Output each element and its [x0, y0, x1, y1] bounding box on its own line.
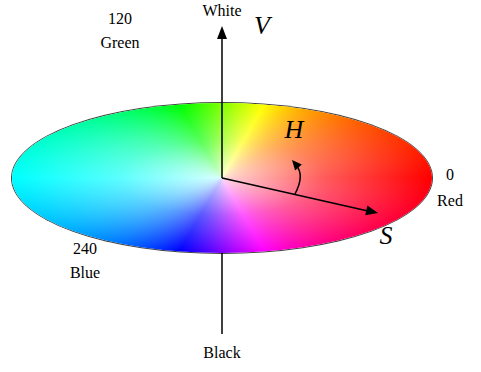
- value-axis: [221, 36, 223, 178]
- hue-name: Green: [100, 34, 139, 52]
- value-axis-lower: [221, 253, 223, 334]
- hue-angle: 240: [73, 240, 97, 258]
- arrow-head: [217, 26, 227, 39]
- hue-angle: 120: [108, 10, 132, 28]
- axis-label: White: [202, 2, 241, 20]
- axis-symbol: S: [380, 222, 393, 251]
- hue-angle: 0: [446, 166, 454, 184]
- arrow-head: [365, 206, 378, 216]
- arrow-head: [292, 160, 302, 171]
- saturation-axis: [222, 178, 368, 211]
- hue-name: Blue: [70, 264, 100, 282]
- axis-symbol: V: [254, 12, 270, 41]
- axis-label: Black: [203, 344, 240, 362]
- axis-symbol: H: [285, 116, 304, 145]
- hue-name: Red: [437, 192, 463, 210]
